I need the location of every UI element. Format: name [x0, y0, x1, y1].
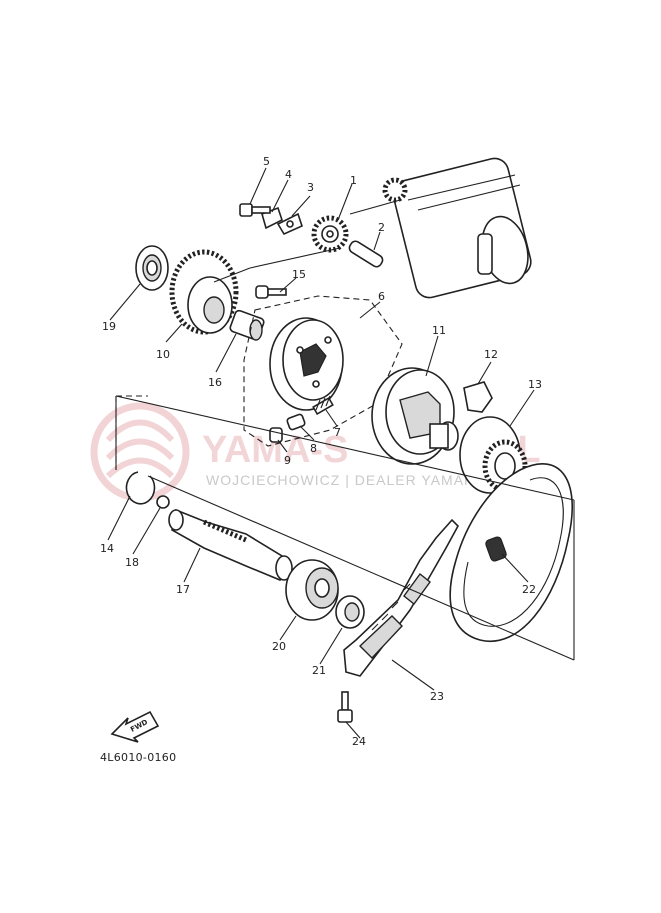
callout-9: 9 [284, 454, 291, 467]
plate-3 [276, 212, 303, 236]
chain-loop [449, 463, 573, 643]
assembly-lines [115, 199, 575, 661]
callout-7: 7 [334, 426, 341, 439]
assembly-box-6 [243, 295, 403, 447]
callout-13: 13 [528, 378, 542, 391]
gear-10 [169, 249, 239, 335]
guide-23 [343, 518, 459, 677]
callout-leaders [107, 167, 535, 739]
spring-7 [312, 395, 334, 416]
sleeve-16 [229, 309, 265, 341]
diagram-code: 4L6010-0160 [100, 751, 176, 764]
callout-6: 6 [378, 290, 385, 303]
block-12 [463, 381, 493, 413]
callout-19: 19 [102, 320, 116, 333]
circlip-14 [125, 471, 156, 505]
clutch-6 [269, 317, 344, 411]
callouts: 1 2 3 4 5 6 7 8 9 10 11 12 13 14 15 16 1… [100, 155, 542, 748]
callout-14: 14 [100, 542, 114, 555]
callout-3: 3 [307, 181, 314, 194]
callout-5: 5 [263, 155, 270, 168]
bolt-24 [337, 691, 353, 723]
bolt-5 [239, 203, 271, 217]
callout-12: 12 [484, 348, 498, 361]
callout-17: 17 [176, 583, 190, 596]
shaft-2 [348, 240, 384, 268]
gear-13 [459, 416, 528, 494]
seal-21 [335, 595, 365, 629]
callout-2: 2 [378, 221, 385, 234]
tensioner-22 [485, 536, 507, 562]
callout-20: 20 [272, 640, 286, 653]
callout-4: 4 [285, 168, 292, 181]
watermark-sub: WOJCIECHOWICZ | DEALER YAMAHA [206, 472, 485, 488]
callout-15: 15 [292, 268, 306, 281]
bearing-19 [135, 245, 169, 291]
starter-motor [382, 157, 532, 299]
shaft-17 [168, 508, 293, 581]
callout-1: 1 [350, 174, 357, 187]
callout-22: 22 [522, 583, 536, 596]
callout-23: 23 [430, 690, 444, 703]
plunger-9 [269, 427, 283, 443]
ball-18 [156, 495, 170, 509]
callout-11: 11 [432, 324, 446, 337]
clutch-housing-11 [371, 367, 459, 465]
gear-1 [311, 215, 349, 253]
callout-8: 8 [310, 442, 317, 455]
callout-24: 24 [352, 735, 366, 748]
roller-8 [286, 413, 306, 431]
bolt-15 [255, 285, 287, 299]
bearing-20 [285, 559, 339, 621]
callout-16: 16 [208, 376, 222, 389]
fwd-arrow-icon: FWD [110, 710, 160, 743]
callout-10: 10 [156, 348, 170, 361]
callout-21: 21 [312, 664, 326, 677]
callout-18: 18 [125, 556, 139, 569]
